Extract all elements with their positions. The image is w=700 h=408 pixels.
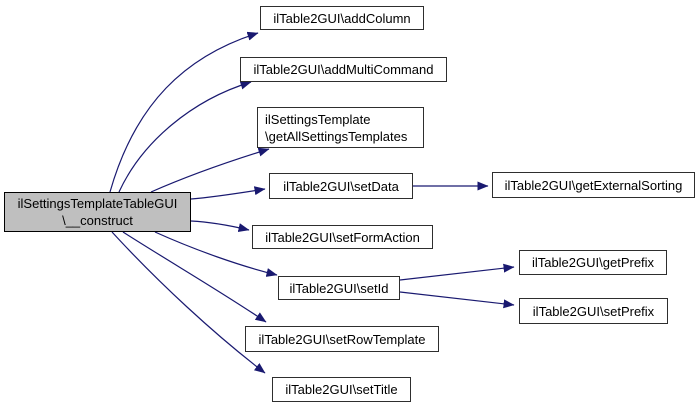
node-iltable2gui-settitle[interactable]: ilTable2GUI\setTitle [272,377,411,402]
call-edge-construct-setFormAction [190,220,250,232]
node-iltable2gui-getexternalsorting[interactable]: ilTable2GUI\getExternalSorting [492,172,695,198]
node-iltable2gui-setformaction[interactable]: ilTable2GUI\setFormAction [252,225,433,249]
node-iltable2gui-setdata[interactable]: ilTable2GUI\setData [269,173,413,199]
call-edge-construct-getAllSettingsTemplates [150,147,270,193]
call-edge-construct-setData [190,186,266,200]
node-ilsettingstemplatetablegui-construct: ilSettingsTemplateTableGUI \__construct [4,192,191,232]
call-edge-construct-setId [154,231,278,277]
node-iltable2gui-setprefix[interactable]: ilTable2GUI\setPrefix [519,298,668,324]
call-edge-setId-getPrefix [399,263,515,281]
call-edge-construct-addMultiCommand [118,80,252,193]
node-iltable2gui-setrowtemplate[interactable]: ilTable2GUI\setRowTemplate [245,326,439,352]
node-ilsettingstemplate-getallsettingstemplates[interactable]: ilSettingsTemplate \getAllSettingsTempla… [257,107,424,148]
call-edge-construct-setTitle [111,231,266,374]
node-iltable2gui-addmulticommand[interactable]: ilTable2GUI\addMultiCommand [240,57,447,82]
call-edge-setId-setPrefix [399,291,515,309]
call-edge-construct-addColumn [109,31,259,193]
node-iltable2gui-setid[interactable]: ilTable2GUI\setId [278,276,400,300]
node-iltable2gui-addcolumn[interactable]: ilTable2GUI\addColumn [260,6,424,30]
call-edge-construct-setRowTemplate [122,231,267,323]
node-iltable2gui-getprefix[interactable]: ilTable2GUI\getPrefix [519,250,667,275]
